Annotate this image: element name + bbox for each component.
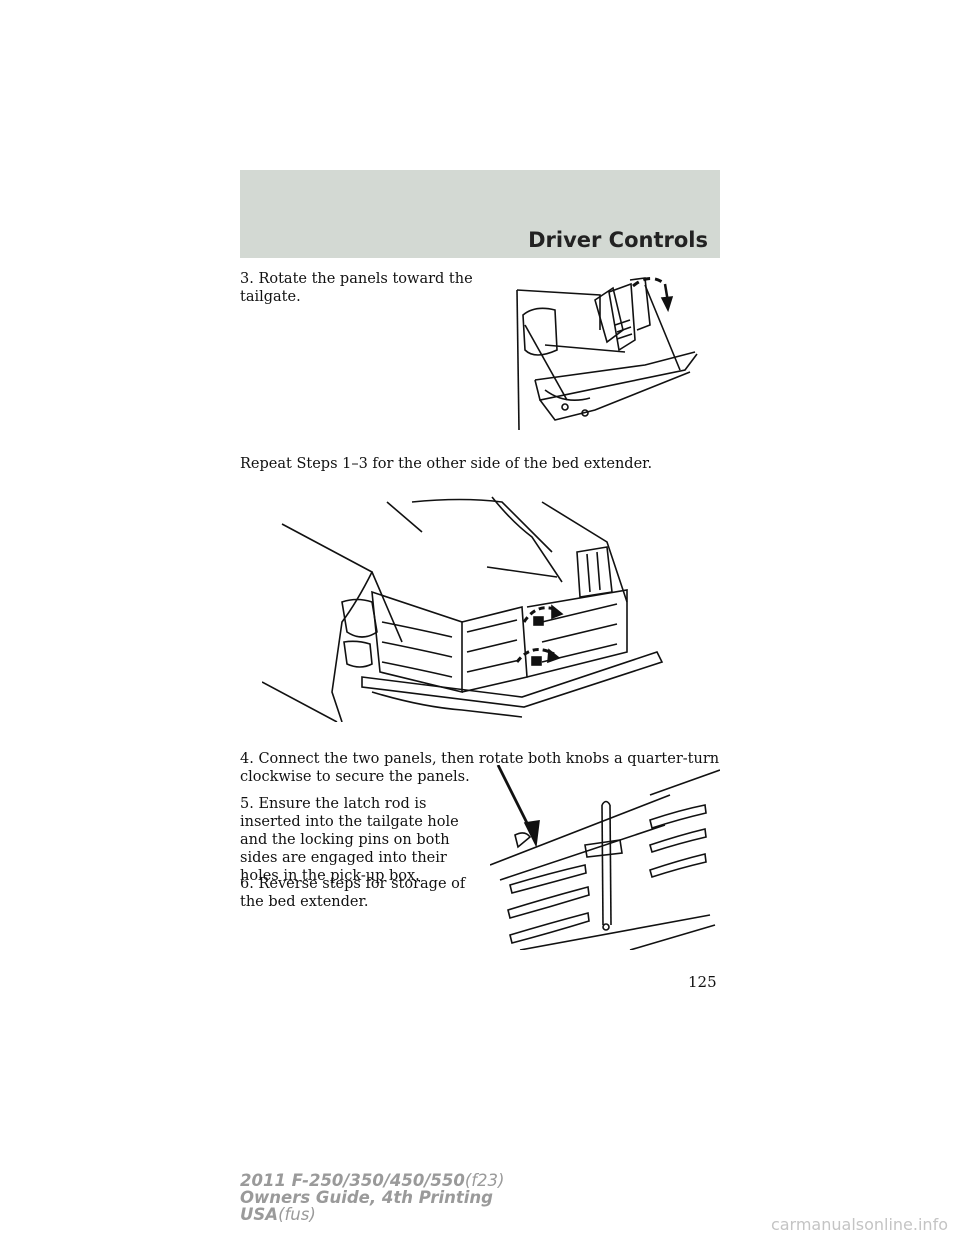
tailgate-panel-rotate-illustration [516,277,698,431]
footer-model-code: (f23) [464,1171,505,1190]
footer-market: USA [240,1205,279,1224]
bed-extender-knobs-illustration [262,496,664,722]
page-number: 125 [688,973,717,991]
watermark-text: carmanualsonline.info [770,1215,948,1234]
repeat-steps-note: Repeat Steps 1–3 for the other side of t… [240,456,653,472]
section-title: Driver Controls [528,228,708,252]
step-4-text: 4. Connect the two panels, then rotate b… [240,751,720,785]
step-3-text: 3. Rotate the panels toward the tailgate… [240,271,473,305]
section-header-bar: Driver Controls [240,170,720,258]
footer-edition: Owners Guide, 4th Printing [240,1188,493,1207]
step-5-text: 5. Ensure the latch rod is inserted into… [240,796,459,884]
latch-rod-illustration [490,765,720,950]
document-footer: 2011 F-250/350/450/550(f23) Owners Guide… [240,1172,505,1223]
footer-model: 2011 F-250/350/450/550 [240,1171,465,1190]
step-6-text: 6. Reverse steps for storage of the bed … [240,876,466,910]
footer-market-code: (fus) [278,1205,316,1224]
